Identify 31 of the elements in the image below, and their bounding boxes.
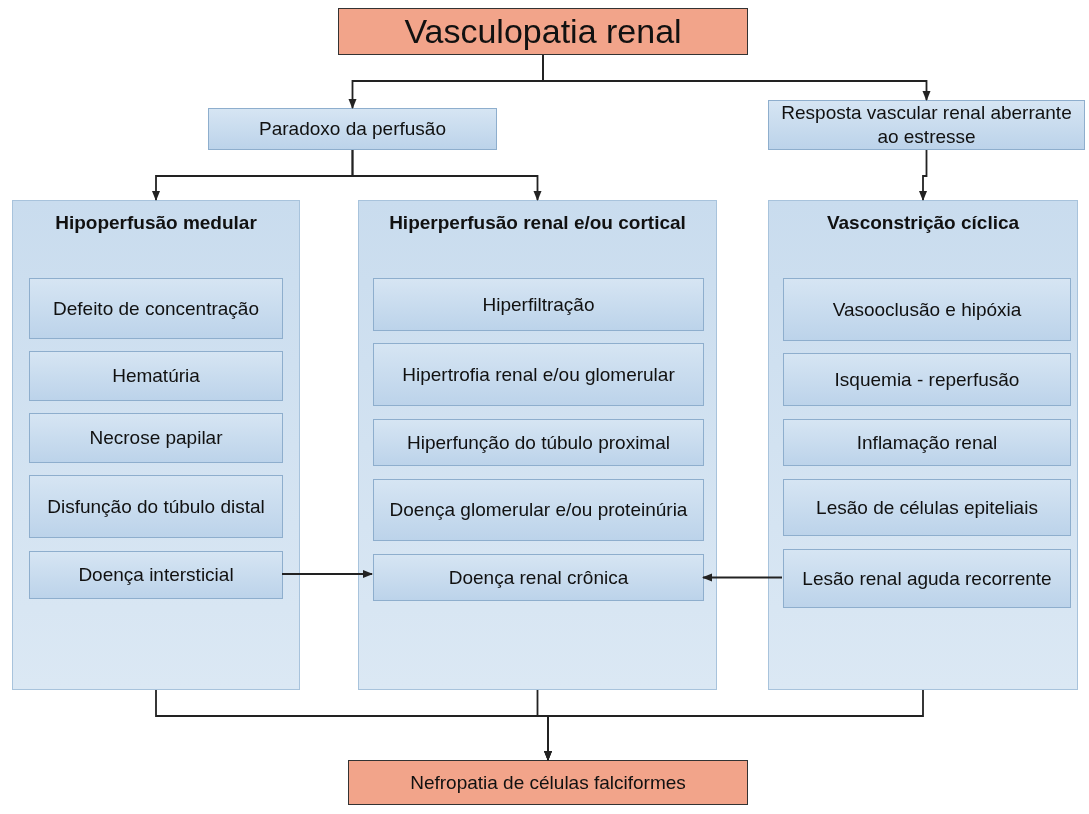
group-panel	[12, 200, 300, 690]
process-box: Resposta vascular renal aberrante ao estresse	[768, 100, 1085, 150]
process-box: Inflamação renal	[783, 419, 1071, 466]
arrow	[281, 570, 373, 578]
group-heading: Hipoperfusão medular	[55, 211, 257, 235]
process-box: Hipertrofia renal e/ou glomerular	[373, 343, 704, 406]
group-heading: Hiperperfusão renal e/ou cortical	[389, 211, 686, 235]
process-box: Hematúria	[29, 351, 283, 401]
process-box: Doença intersticial	[29, 551, 283, 599]
process-box: Defeito de concentração	[29, 278, 283, 339]
arrow	[919, 149, 928, 201]
highlight-box: Vasculopatia renal	[338, 8, 748, 55]
arrow	[542, 54, 931, 101]
process-box: Hiperfunção do túbulo proximal	[373, 419, 704, 466]
process-box: Doença glomerular e/ou proteinúria	[373, 479, 704, 541]
process-box: Hiperfiltração	[373, 278, 704, 331]
process-box: Paradoxo da perfusão	[208, 108, 497, 150]
arrow	[351, 149, 542, 201]
process-box: Doença renal crônica	[373, 554, 704, 601]
group-heading: Vasconstrição cíclica	[826, 211, 1020, 235]
process-box: Lesão renal aguda recorrente	[783, 549, 1071, 608]
process-box: Lesão de células epiteliais	[783, 479, 1071, 536]
highlight-box: Nefropatia de células falciformes	[348, 760, 748, 805]
process-box: Isquemia - reperfusão	[783, 353, 1071, 406]
arrow	[702, 573, 783, 582]
process-box: Necrose papilar	[29, 413, 283, 463]
arrow	[544, 689, 924, 761]
group-panel	[768, 200, 1078, 690]
process-box: Disfunção do túbulo distal	[29, 475, 283, 538]
group-panel	[358, 200, 717, 690]
process-box: Vasooclusão e hipóxia	[783, 278, 1071, 341]
